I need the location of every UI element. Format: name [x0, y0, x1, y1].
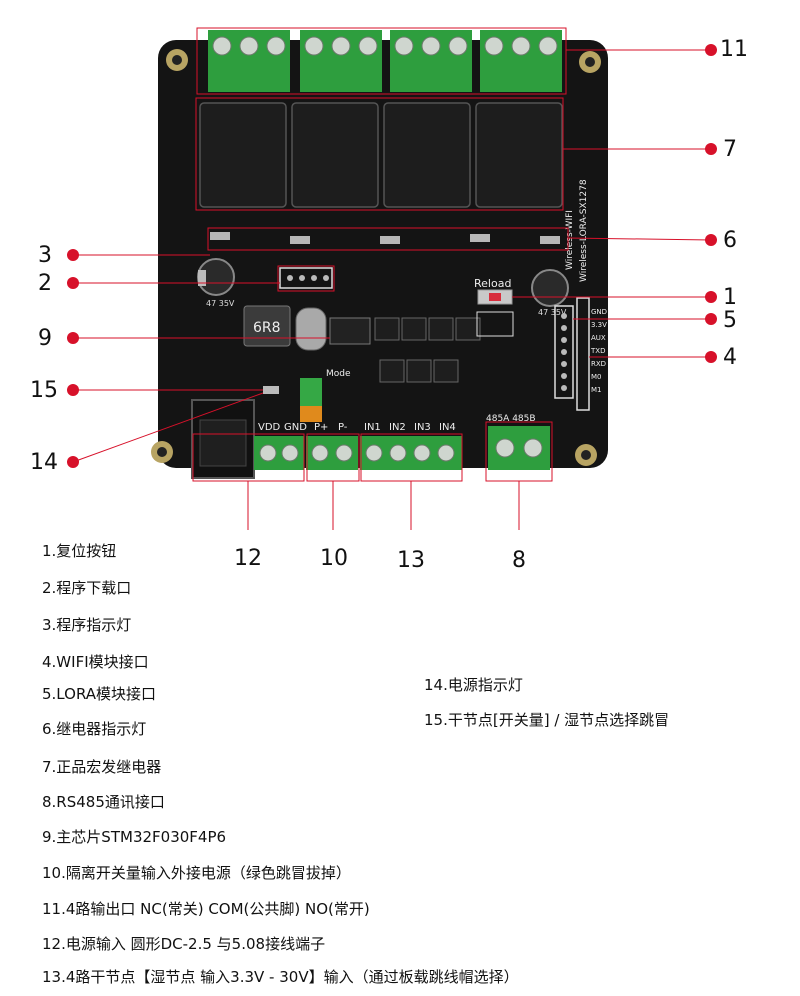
callout-15: 15	[30, 378, 58, 403]
pin-gnd-label: GND	[591, 308, 607, 316]
main-chip	[329, 317, 371, 345]
crystal	[295, 307, 327, 351]
in3-label: IN3	[414, 422, 431, 433]
relays	[199, 102, 563, 208]
inductor	[243, 305, 291, 347]
in2-label: IN2	[389, 422, 406, 433]
callout-10: 10	[320, 546, 348, 571]
program-download-header	[279, 267, 333, 289]
pminus-label: P-	[338, 422, 348, 433]
callout-2: 2	[38, 271, 52, 296]
callout-lines	[72, 49, 712, 530]
power-led	[263, 386, 279, 394]
in4-label: IN4	[439, 422, 456, 433]
gnd-label: GND	[284, 422, 307, 433]
callout-12: 12	[234, 546, 262, 571]
reload-label: Reload	[474, 277, 511, 290]
pin-rxd-label: RXD	[591, 360, 606, 368]
callout-4: 4	[723, 345, 737, 370]
mode-jumper-green	[300, 378, 322, 408]
capacitor-left-label: 47 35V	[206, 299, 235, 308]
capacitor-right-label: 47 35V	[538, 308, 567, 317]
pplus-label: P+	[314, 422, 328, 433]
callout-9: 9	[38, 326, 52, 351]
mode-jumper-orange	[300, 406, 322, 422]
lora-module-header	[576, 297, 590, 411]
callout-1: 1	[723, 285, 737, 310]
callout-8: 8	[512, 548, 526, 573]
capacitor-left	[197, 258, 235, 296]
legend-item-6: 6.继电器指示灯	[42, 720, 147, 738]
pin-m0-label: M0	[591, 373, 602, 381]
optocouplers	[374, 317, 481, 383]
lora-label: Wireless-LORA-SX1278	[579, 179, 589, 282]
callout-13: 13	[397, 548, 425, 573]
legend-item-12: 12.电源输入 圆形DC-2.5 与5.08接线端子	[42, 935, 326, 953]
legend-item-10: 10.隔离开关量输入外接电源（绿色跳冒拔掉）	[42, 864, 351, 882]
pin-txd-label: TXD	[590, 347, 605, 355]
callout-11: 11	[720, 37, 748, 62]
callout-6: 6	[723, 228, 737, 253]
wifi-label: Wireless-WIFI	[565, 210, 575, 270]
j13-header	[476, 311, 514, 337]
pin-33v-label: 3.3V	[591, 321, 607, 329]
rs485-label: 485A 485B	[486, 414, 536, 424]
legend-item-7: 7.正品宏发继电器	[42, 758, 162, 776]
mode-label: Mode	[326, 369, 351, 379]
legend-item-15: 15.干节点[开关量] / 湿节点选择跳冒	[424, 711, 670, 729]
legend-item-14: 14.电源指示灯	[424, 676, 523, 694]
legend-item-13: 13.4路干节点【湿节点 输入3.3V - 30V】输入（通过板载跳线帽选择）	[42, 968, 519, 986]
relay-indicator-leds	[210, 232, 560, 244]
in1-label: IN1	[364, 422, 381, 433]
mounting-holes	[151, 49, 601, 466]
pin-m1-label: M1	[591, 386, 602, 394]
inductor-label: 6R8	[253, 320, 281, 336]
board-diagram: 47 35V 47 35V Reload 6R8 GND 3.3V AUX TX…	[67, 27, 717, 530]
callout-14: 14	[30, 450, 58, 475]
callout-7: 7	[723, 137, 737, 162]
legend-item-4: 4.WIFI模块接口	[42, 653, 149, 671]
capacitor-right	[531, 269, 569, 307]
callout-dots	[67, 44, 717, 468]
bottom-terminals	[254, 426, 550, 470]
callout-3: 3	[38, 243, 52, 268]
legend-item-8: 8.RS485通讯接口	[42, 793, 165, 811]
output-terminals	[208, 30, 562, 92]
legend-item-3: 3.程序指示灯	[42, 616, 132, 634]
legend-item-11: 11.4路输出口 NC(常关) COM(公共脚) NO(常开)	[42, 900, 370, 918]
legend-item-1: 1.复位按钮	[42, 542, 117, 560]
legend-item-2: 2.程序下载口	[42, 579, 132, 597]
legend-item-5: 5.LORA模块接口	[42, 685, 157, 703]
wifi-module-header	[554, 305, 574, 399]
callout-5: 5	[723, 308, 737, 333]
pin-aux-label: AUX	[591, 334, 606, 342]
legend-item-9: 9.主芯片STM32F030F4P6	[42, 828, 227, 846]
vdd-label: VDD	[258, 422, 281, 433]
